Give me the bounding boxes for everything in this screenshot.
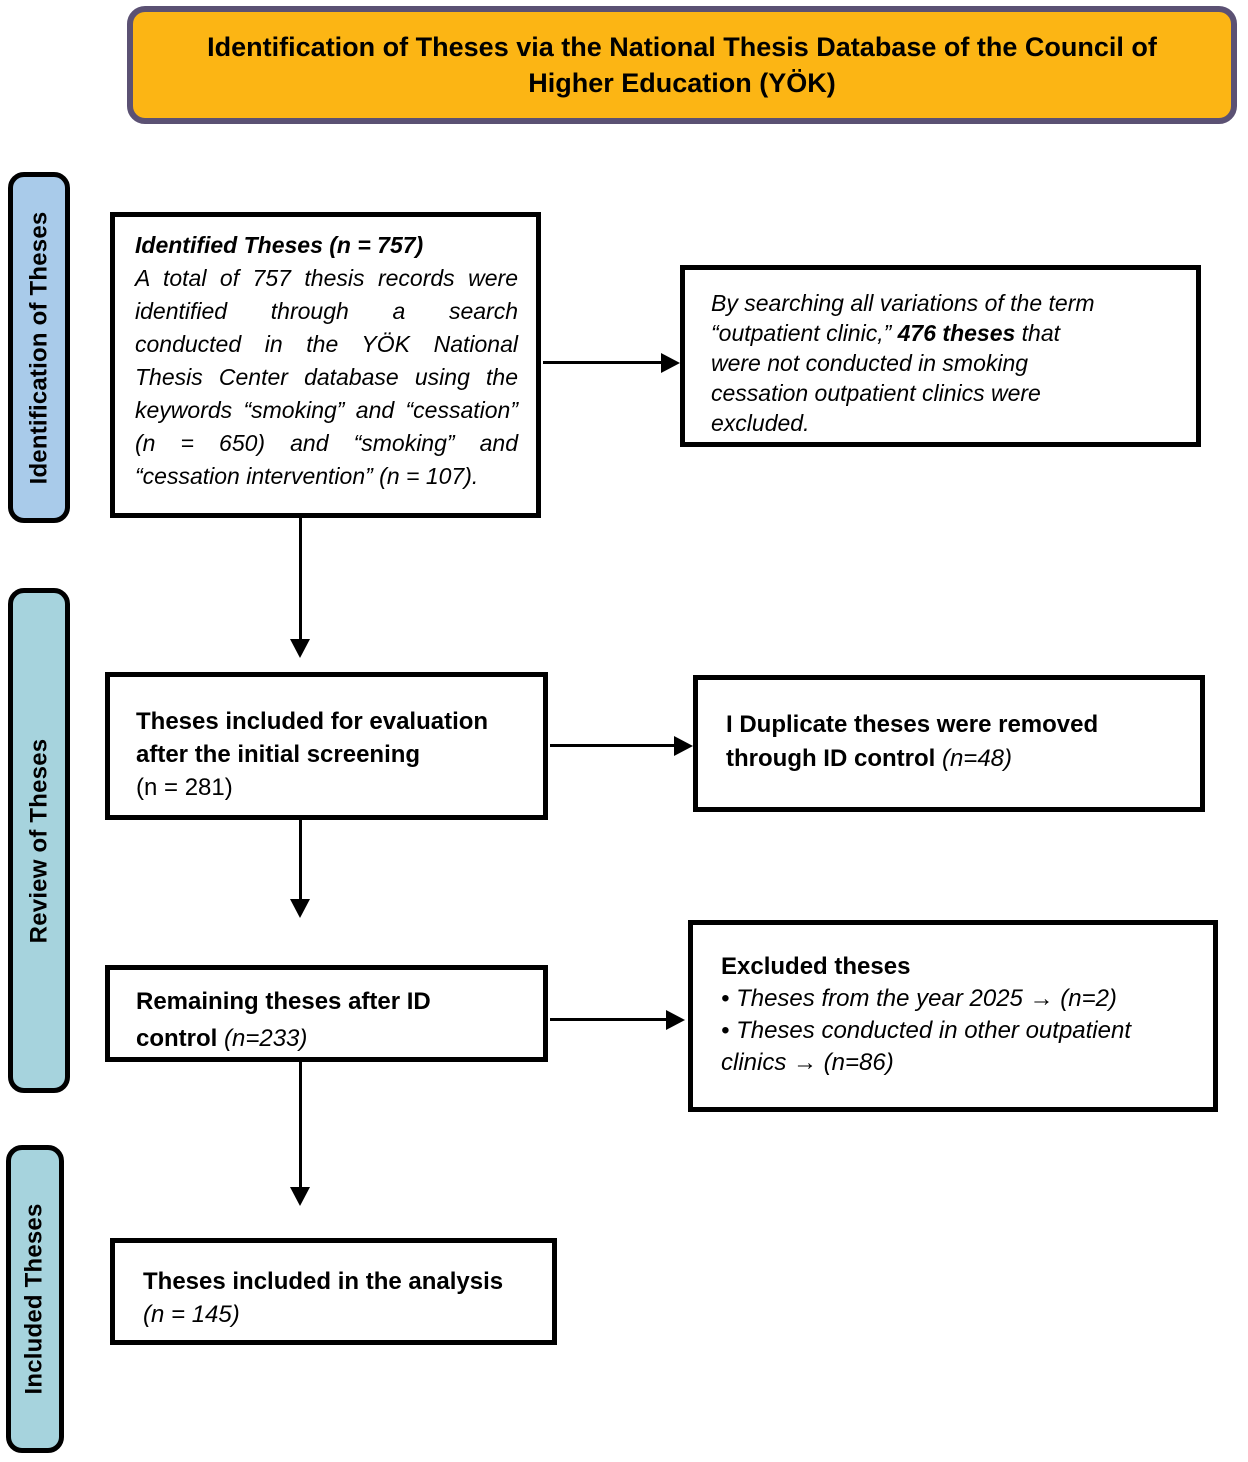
stage-tab-included-label: Included Theses: [21, 1203, 48, 1395]
arrow-right-remaining-to-excluded: [550, 1018, 668, 1021]
box-identified-theses-title: Identified Theses (n = 757): [135, 232, 424, 258]
box-excluded-outpatient-search: By searching all variations of the term …: [680, 265, 1201, 447]
box-duplicates-removed: I Duplicate theses were removed through …: [693, 675, 1205, 812]
stage-tab-included: Included Theses: [6, 1145, 64, 1453]
box-remaining-label: Remaining theses after ID: [136, 988, 431, 1015]
arrow-right-identified-to-excluded: [543, 361, 663, 364]
excluded-theses-bullet-other-clinics: • Theses conducted in other outpatient c…: [721, 1017, 1132, 1076]
box-initial-screening-label: Theses included for evaluation after the…: [136, 708, 489, 768]
stage-tab-review-label: Review of Theses: [25, 738, 52, 943]
box-included-in-analysis: Theses included in the analysis (n = 145…: [110, 1238, 557, 1345]
diagram-title-banner: Identification of Theses via the Nationa…: [127, 6, 1237, 124]
box-remaining-count: (n=233): [217, 1025, 308, 1052]
arrowhead-down-2-icon: [290, 899, 310, 918]
arrow-right-screening-to-duplicates: [550, 744, 676, 747]
arrow-down-identified-to-screening: [299, 518, 302, 640]
box-included-label: Theses included in the analysis: [143, 1268, 504, 1295]
box-initial-screening: Theses included for evaluation after the…: [105, 672, 548, 820]
box-identified-theses: Identified Theses (n = 757) A total of 7…: [110, 212, 541, 518]
diagram-title: Identification of Theses via the Nationa…: [207, 31, 1157, 98]
box-excluded-theses-title: Excluded theses: [721, 953, 911, 980]
stage-tab-review: Review of Theses: [8, 588, 70, 1093]
arrow-down-screening-to-remaining: [299, 820, 302, 900]
stage-tab-identification-label: Identification of Theses: [25, 211, 52, 484]
box-duplicates-removed-count: (n=48): [935, 745, 1013, 772]
arrow-down-remaining-to-included: [299, 1062, 302, 1188]
box-remaining-label2: control: [136, 1025, 218, 1052]
arrowhead-down-1-icon: [290, 639, 310, 658]
arrowhead-right-3-icon: [666, 1010, 685, 1030]
arrowhead-right-2-icon: [674, 736, 693, 756]
box-excluded-theses: Excluded theses • Theses from the year 2…: [688, 920, 1218, 1112]
arrowhead-down-3-icon: [290, 1187, 310, 1206]
box-remaining-after-id-control: Remaining theses after ID control (n=233…: [105, 965, 548, 1062]
excluded-outpatient-text-before: By searching all variations of the term …: [711, 290, 1095, 346]
arrowhead-right-1-icon: [661, 353, 680, 373]
box-initial-screening-count: (n = 281): [136, 774, 233, 801]
excluded-outpatient-count-bold: 476 theses: [897, 320, 1016, 346]
excluded-outpatient-text-after: that were not conducted in smoking cessa…: [711, 320, 1061, 436]
box-duplicates-removed-label: I Duplicate theses were removed through …: [726, 711, 1099, 772]
box-identified-theses-body: A total of 757 thesis records were ident…: [135, 265, 518, 489]
box-included-count: (n = 145): [143, 1301, 240, 1328]
stage-tab-identification: Identification of Theses: [8, 172, 70, 523]
excluded-theses-bullet-2025: • Theses from the year 2025 → (n=2): [721, 985, 1117, 1012]
